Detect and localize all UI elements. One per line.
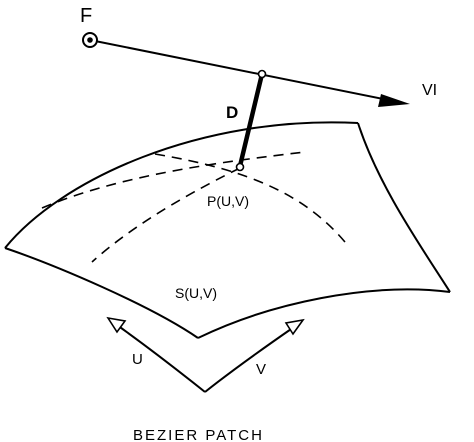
u-arrowhead [106, 316, 127, 334]
iso-curve-v [154, 153, 346, 243]
patch-top-edge [4, 121, 359, 249]
v-arrowhead [284, 318, 305, 336]
u-direction-arrow [116, 324, 206, 393]
surface-label: S(U,V) [175, 285, 217, 301]
patch-bottom-edge [197, 288, 451, 339]
focus-point-marker [82, 32, 98, 48]
v-direction-label: V [256, 361, 266, 378]
point-label: P(U,V) [207, 193, 249, 209]
view-vector-label: VI [422, 82, 437, 99]
view-ray-arrowhead [378, 94, 410, 107]
iso-curve-u [41, 151, 306, 209]
patch-left-edge [4, 247, 199, 339]
patch-right-edge [357, 122, 451, 293]
diagram-caption: BEZIER PATCH [133, 427, 264, 442]
v-direction-arrow [204, 326, 295, 393]
distance-label: D [226, 103, 238, 122]
iso-curve-lower-left [91, 167, 241, 263]
surface-point-marker [235, 162, 245, 172]
ray-point-marker [257, 69, 267, 79]
distance-segment [237, 71, 265, 169]
view-ray-line [89, 39, 394, 102]
focus-label: F [80, 5, 92, 27]
u-direction-label: U [132, 351, 143, 368]
